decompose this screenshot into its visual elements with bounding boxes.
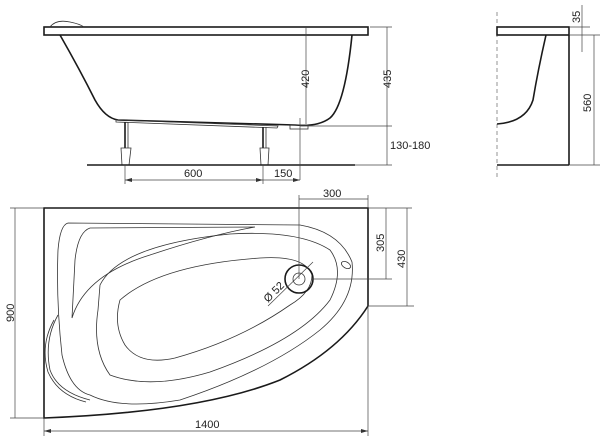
side-view: 420 435 130-180 600 150: [43, 20, 430, 184]
end-rim: [496, 26, 570, 36]
end-profile: [496, 34, 547, 125]
apron-arc-2: [44, 319, 87, 403]
headrest-swoosh: [71, 226, 256, 319]
end-view: 35 560: [496, 5, 600, 178]
apron-arc-1: [47, 314, 91, 401]
top-outline: [43, 207, 369, 419]
leg-right: [259, 127, 270, 166]
overflow: [341, 260, 351, 270]
dim-width: 900: [5, 304, 17, 322]
headrest: [49, 20, 85, 28]
dim-leg-offset: 150: [274, 168, 292, 180]
dim-drain-offset-y: 305: [375, 234, 387, 252]
side-rim: [43, 26, 369, 36]
dim-inner-depth: 420: [300, 70, 312, 88]
drain-stub: [289, 124, 309, 130]
dim-leg-height: 130-180: [390, 140, 430, 152]
leg-left: [120, 122, 132, 166]
dim-drain-offset-x: 300: [323, 188, 341, 200]
dim-corner-depth: 430: [396, 250, 408, 268]
dim-leg-spacing: 600: [184, 168, 202, 180]
top-view: Ø 52 300 305 430 900 1400: [5, 188, 414, 436]
basin: [117, 257, 313, 361]
dim-overall-height: 560: [582, 94, 594, 112]
dim-length: 1400: [195, 419, 219, 431]
dim-total-height: 435: [382, 70, 394, 88]
frame-rail: [115, 119, 279, 129]
dim-drain-diameter: Ø 52: [262, 280, 287, 305]
dim-rim-thickness: 35: [571, 11, 583, 23]
rim-outer-curve: [57, 222, 353, 405]
rim-inner-curve: [96, 232, 338, 383]
